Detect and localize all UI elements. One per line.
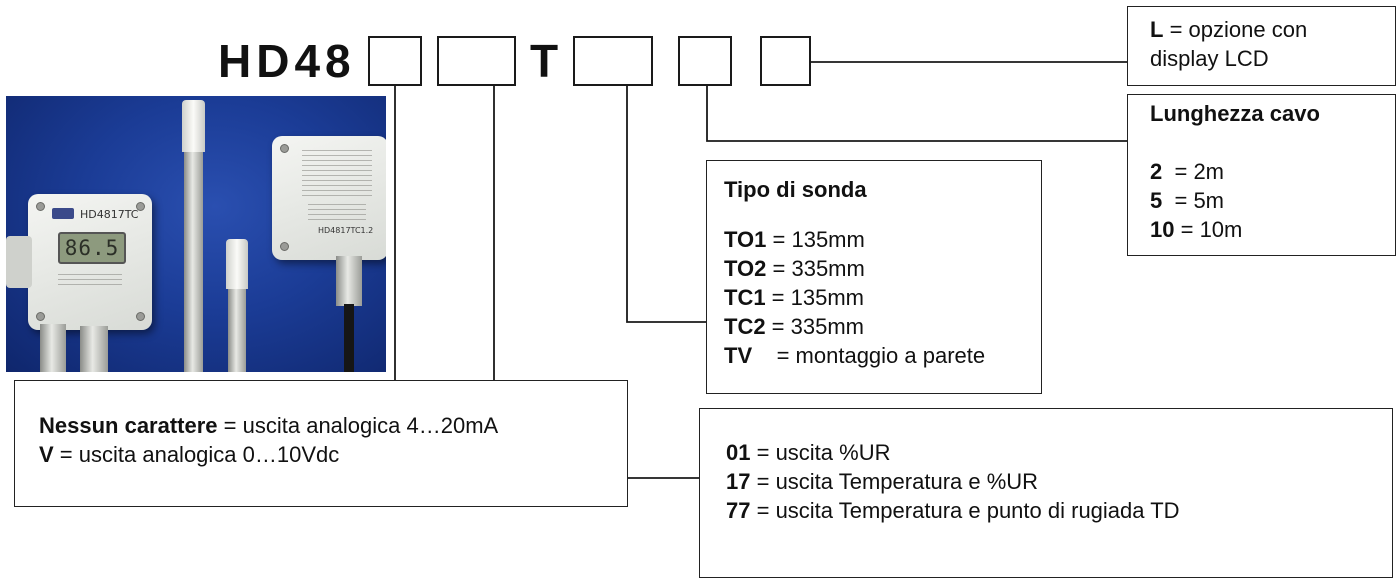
code-slot-cable (678, 36, 732, 86)
output-option: Nessun carattere = uscita analogica 4…20… (39, 411, 627, 440)
lcd-option-text-2: display LCD (1150, 44, 1395, 73)
probe-option: TC1 = 135mm (724, 283, 1041, 312)
cable-option: 10 = 10m (1150, 215, 1395, 244)
probe-type-title: Tipo di sonda (724, 175, 1041, 204)
connector-slot-3-probe (627, 86, 706, 322)
cable-length-title: Lunghezza cavo (1150, 99, 1395, 128)
lcd-option-text: = opzione con (1163, 17, 1307, 42)
cable-option: 5 = 5m (1150, 186, 1395, 215)
lcd-option-box: L = opzione con display LCD (1127, 6, 1396, 86)
lcd-option-line: L = opzione con (1150, 15, 1395, 44)
measurement-box: 01 = uscita %UR 17 = uscita Temperatura … (699, 408, 1393, 578)
lcd-option-key: L (1150, 17, 1163, 42)
cable-length-box: Lunghezza cavo 2 = 2m 5 = 5m 10 = 10m (1127, 94, 1396, 256)
probe-type-box: Tipo di sonda TO1 = 135mm TO2 = 335mm TC… (706, 160, 1042, 394)
probe-option: TO2 = 335mm (724, 254, 1041, 283)
code-slot-measurement (437, 36, 516, 86)
measurement-option: 01 = uscita %UR (726, 438, 1392, 467)
probe-option: TV = montaggio a parete (724, 341, 1041, 370)
measurement-option: 77 = uscita Temperatura e punto di rugia… (726, 496, 1392, 525)
model-code-prefix: HD48 (218, 38, 356, 84)
code-slot-lcd (760, 36, 811, 86)
output-option: V = uscita analogica 0…10Vdc (39, 440, 627, 469)
cable-option: 2 = 2m (1150, 157, 1395, 186)
probe-option: TO1 = 135mm (724, 225, 1041, 254)
model-code-letter: T (530, 38, 563, 84)
measurement-option: 17 = uscita Temperatura e %UR (726, 467, 1392, 496)
code-slot-probe (573, 36, 653, 86)
analog-output-box: Nessun carattere = uscita analogica 4…20… (14, 380, 628, 507)
probe-option: TC2 = 335mm (724, 312, 1041, 341)
connector-slot-4-cable (707, 86, 1127, 141)
code-slot-output (368, 36, 422, 86)
